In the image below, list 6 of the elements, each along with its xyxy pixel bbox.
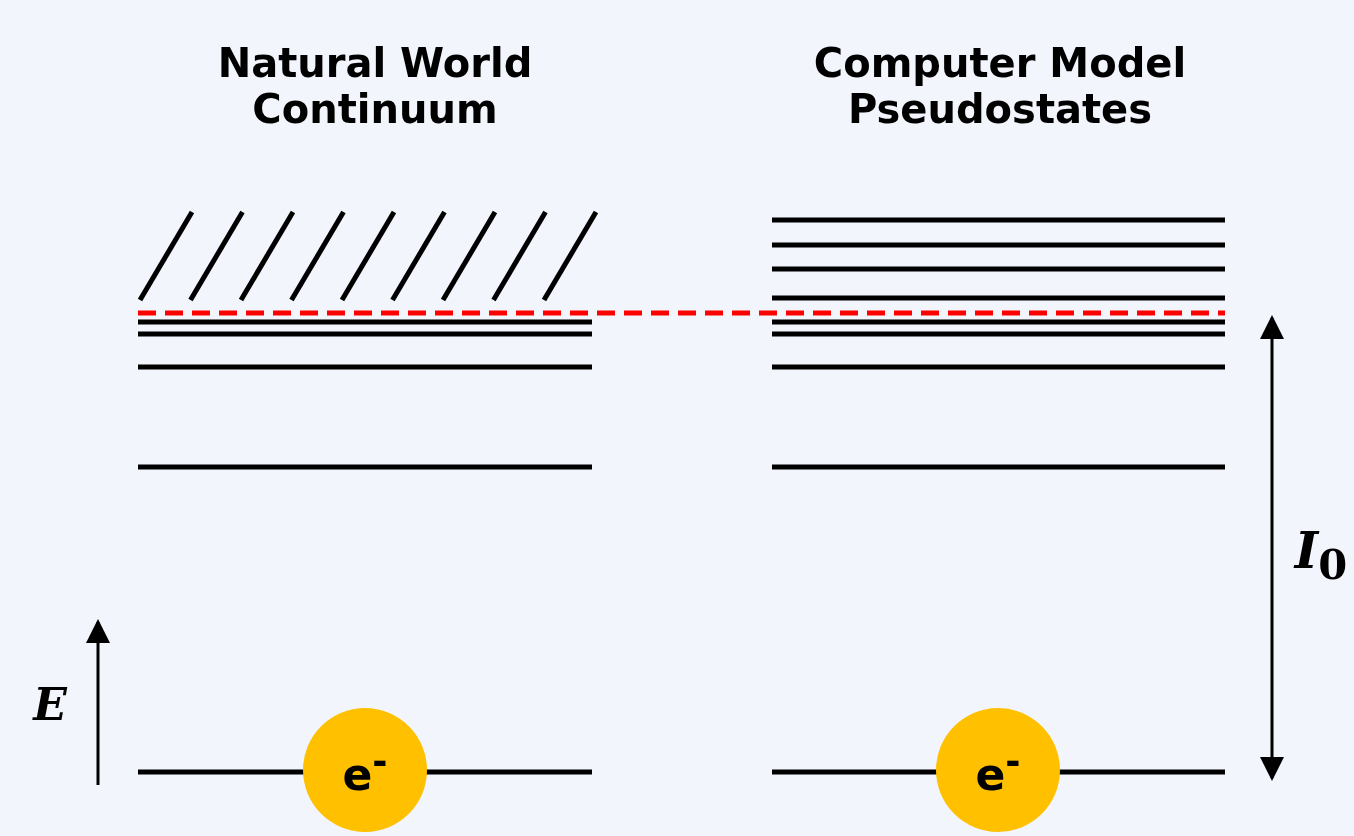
- ionization-energy-label: I$_{0}$: [1292, 522, 1349, 589]
- electron-symbol: e$^{-}$: [975, 740, 1021, 800]
- column-heading: Computer Model Pseudostates: [812, 40, 1188, 132]
- electron-symbol: e$^{-}$: [342, 740, 388, 800]
- energy-axis-label: E: [31, 680, 69, 731]
- column-heading: Natural World Continuum: [216, 40, 534, 132]
